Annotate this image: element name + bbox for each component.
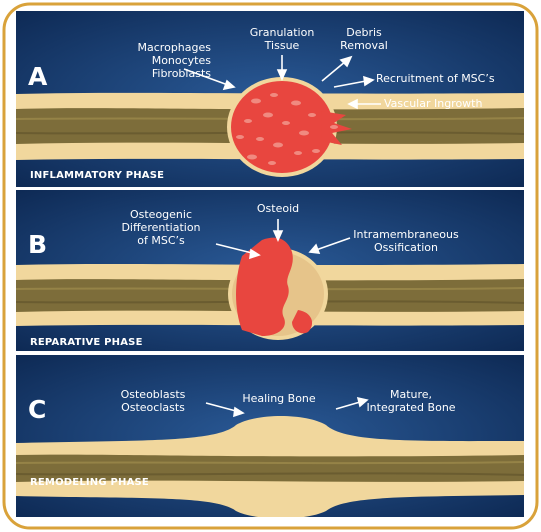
monocytes-text: Monocytes xyxy=(116,54,211,67)
debris-text: Debris xyxy=(334,26,394,39)
phase-label-reparative: REPARATIVE PHASE xyxy=(30,337,143,348)
mature-label: Mature, Integrated Bone xyxy=(356,388,466,414)
osteoclasts-text: Osteoclasts xyxy=(108,401,198,414)
mscs-text: of MSC’s xyxy=(106,234,216,247)
panel-letter-a: A xyxy=(28,64,47,89)
debris-label: Debris Removal xyxy=(334,26,394,52)
panel-letter-b: B xyxy=(28,232,47,257)
intramembraneous-label: Intramembraneous Ossification xyxy=(346,228,466,254)
osteoid-label: Osteoid xyxy=(248,202,308,215)
healing-label: Healing Bone xyxy=(234,392,324,405)
macrophages-text: Macrophages xyxy=(116,41,211,54)
panel-letter-c: C xyxy=(28,397,46,422)
panel-inflammatory: A Macrophages Monocytes Fibroblasts Gran… xyxy=(16,11,524,187)
osteoblasts-text: Osteoblasts xyxy=(108,388,198,401)
vascular-label: Vascular Ingrowth xyxy=(384,97,482,110)
phase-label-inflammatory: INFLAMMATORY PHASE xyxy=(30,170,164,181)
cells-label: Macrophages Monocytes Fibroblasts xyxy=(116,41,211,80)
remodeling-illustration xyxy=(16,355,524,517)
integrated-bone-text: Integrated Bone xyxy=(356,401,466,414)
tissue-text: Tissue xyxy=(242,39,322,52)
removal-text: Removal xyxy=(334,39,394,52)
intramembraneous-text: Intramembraneous xyxy=(346,228,466,241)
recruitment-label: Recruitment of MSC’s xyxy=(376,72,495,85)
osteogenic-text: Osteogenic xyxy=(106,208,216,221)
bone-shaft xyxy=(16,416,524,517)
mature-text: Mature, xyxy=(356,388,466,401)
fibroblasts-text: Fibroblasts xyxy=(116,67,211,80)
ossification-text: Ossification xyxy=(346,241,466,254)
granulation-text: Granulation xyxy=(242,26,322,39)
granulation-mass xyxy=(227,77,352,177)
panel-reparative: B Osteogenic Differentiation of MSC’s Os… xyxy=(16,190,524,351)
osteogenic-label: Osteogenic Differentiation of MSC’s xyxy=(106,208,216,247)
panel-remodeling: C Osteoblasts Osteoclasts Healing Bone M… xyxy=(16,355,524,517)
phase-label-remodeling: REMODELING PHASE xyxy=(30,477,149,488)
granulation-label: Granulation Tissue xyxy=(242,26,322,52)
osteo-label: Osteoblasts Osteoclasts xyxy=(108,388,198,414)
differentiation-text: Differentiation xyxy=(106,221,216,234)
